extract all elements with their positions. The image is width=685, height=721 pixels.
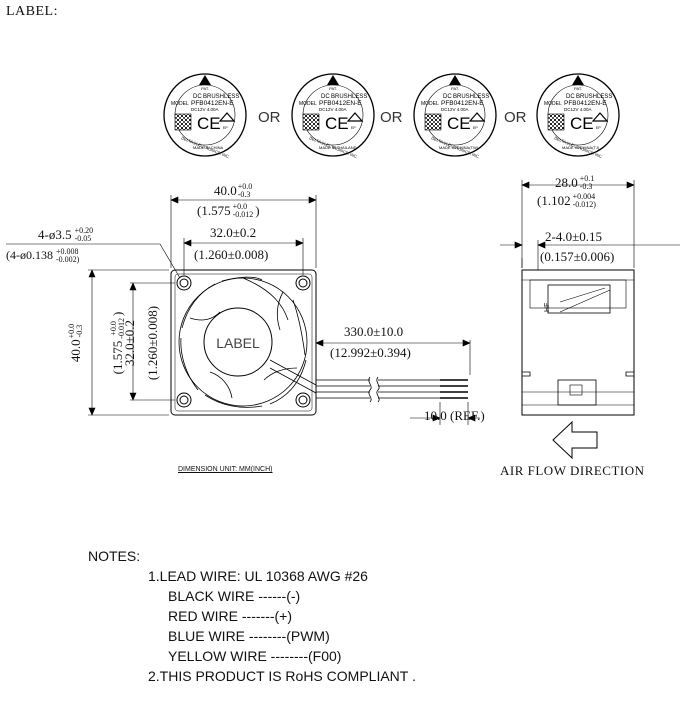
label-pat: PAT.	[329, 86, 337, 91]
notes-section: NOTES: 1.LEAD WIRE: UL 10368 AWG #26 BLA…	[88, 546, 416, 686]
label-ep: EP	[351, 126, 356, 130]
label-rating: DC12V 4.00A	[441, 107, 469, 112]
slot-dimension-inch: (0.157±0.006)	[540, 249, 615, 264]
label-model: PFB0412EN-E	[191, 100, 234, 107]
label-brushless: BRUSHLESS	[453, 94, 489, 100]
label-ep: EP	[473, 126, 478, 130]
height-pitch-dimension-inch: (1.260±0.008)	[145, 305, 160, 381]
label-model-caption: MODEL	[544, 101, 562, 107]
warning-triangle-icon	[218, 112, 236, 122]
wire-strip-dimension: 10.0 (REF.)	[424, 408, 485, 423]
wire-length-dimension-inch: (12.992±0.394)	[330, 345, 411, 360]
label-country: MADE IN THAILAND	[319, 145, 357, 150]
dimension-unit-note: DIMENSION UNIT: MM(INCH)	[178, 466, 273, 473]
qr-code-icon	[174, 113, 192, 131]
label-dc: DC	[443, 94, 452, 100]
wire-length-dimension: 330.0±10.0	[344, 324, 404, 339]
label-country: MADE IN CHINA(TW)	[439, 145, 479, 150]
or-text-2: OR	[380, 109, 403, 126]
fan-label-3: PAT. DC BRUSHLESS MODEL PFB0412EN-E DC12…	[413, 73, 497, 159]
label-pat: PAT.	[574, 86, 582, 91]
fan-front-view	[170, 269, 468, 416]
warning-triangle-icon	[591, 112, 609, 122]
height-pitch-dimension: 32.0±0.2	[122, 319, 137, 367]
depth-dimension: 28.0+0.1-0.3	[555, 174, 595, 191]
label-model-caption: MODEL	[171, 101, 189, 107]
notes-title: NOTES:	[88, 548, 141, 564]
label-ep: EP	[223, 126, 228, 130]
hole-pitch-dimension: 32.0±0.2	[210, 225, 257, 240]
height-dimension: 40.0+0.0-0.3	[67, 323, 84, 363]
label-model: PFB0412EN-E	[564, 100, 607, 107]
hole-pitch-dimension-inch: (1.260±0.008)	[194, 247, 269, 262]
qr-code-icon	[424, 113, 442, 131]
label-model-caption: MODEL	[299, 101, 317, 107]
label-dc: DC	[321, 94, 330, 100]
hub-label-text: LABEL	[216, 335, 260, 351]
label-model: PFB0412EN-E	[441, 100, 484, 107]
label-ce: CE	[447, 114, 471, 133]
width-dimension-inch: (1.575+0.0-0.012)	[197, 202, 260, 219]
label-pat: PAT.	[451, 86, 459, 91]
note-yellow-wire: YELLOW WIRE --------(F00)	[168, 648, 342, 664]
hole-diameter-dimension-inch: (4-ø0.138+0.008-0.002)	[6, 247, 80, 264]
label-ce: CE	[325, 114, 349, 133]
depth-dimension-inch: (1.102+0.004-0.012)	[537, 192, 596, 209]
air-flow-arrow-icon	[552, 420, 598, 460]
label-rating: DC12V 4.00A	[319, 107, 347, 112]
delta-logo-icon	[449, 75, 461, 85]
delta-logo-icon	[199, 75, 211, 85]
qr-code-icon	[547, 113, 565, 131]
note-lead-wire: 1.LEAD WIRE: UL 10368 AWG #26	[148, 568, 368, 584]
label-rating: DC12V 4.00A	[191, 107, 219, 112]
note-red-wire: RED WIRE -------(+)	[168, 608, 293, 624]
delta-logo-icon	[327, 75, 339, 85]
delta-logo-icon	[572, 75, 584, 85]
label-ce: CE	[570, 114, 594, 133]
front-dimension-lines	[6, 195, 480, 425]
label-ce: CE	[197, 114, 221, 133]
label-model: PFB0412EN-E	[319, 100, 362, 107]
or-text-3: OR	[504, 109, 527, 126]
width-dimension: 40.0+0.0-0.3	[214, 182, 253, 199]
label-section-title: LABEL:	[6, 4, 58, 19]
label-brushless: BRUSHLESS	[576, 94, 612, 100]
or-text-1: OR	[258, 109, 281, 126]
fan-label-1: PAT. DC BRUSHLESS MODEL PFB0412EN-E DC12…	[163, 73, 247, 159]
label-pat: PAT.	[201, 86, 209, 91]
label-brushless: BRUSHLESS	[203, 94, 239, 100]
label-dc: DC	[193, 94, 202, 100]
label-brushless: BRUSHLESS	[331, 94, 367, 100]
side-dimension-lines	[500, 180, 680, 270]
label-rating: DC12V 4.00A	[564, 107, 592, 112]
label-model-caption: MODEL	[421, 101, 439, 107]
fan-side-view	[521, 269, 635, 416]
hole-diameter-dimension: 4-ø3.5+0.20-0.05	[38, 226, 94, 243]
fan-label-2: PAT. DC BRUSHLESS MODEL PFB0412EN-E DC12…	[291, 73, 375, 159]
air-flow-direction-label: AIR FLOW DIRECTION	[500, 463, 645, 478]
note-black-wire: BLACK WIRE ------(-)	[168, 588, 301, 604]
label-country: MADE IN CHINA(TJ)	[562, 145, 600, 150]
side-mark-text: HF	[544, 303, 551, 312]
label-country: MADE IN CHINA	[193, 145, 224, 150]
note-blue-wire: BLUE WIRE --------(PWM)	[168, 628, 330, 644]
label-dc: DC	[566, 94, 575, 100]
qr-code-icon	[302, 113, 320, 131]
fan-label-4: PAT. DC BRUSHLESS MODEL PFB0412EN-E DC12…	[536, 73, 620, 159]
label-ep: EP	[596, 126, 601, 130]
slot-dimension: 2-4.0±0.15	[545, 229, 602, 244]
warning-triangle-icon	[346, 112, 364, 122]
note-rohs: 2.THIS PRODUCT IS RoHS COMPLIANT .	[148, 668, 416, 684]
warning-triangle-icon	[468, 112, 486, 122]
